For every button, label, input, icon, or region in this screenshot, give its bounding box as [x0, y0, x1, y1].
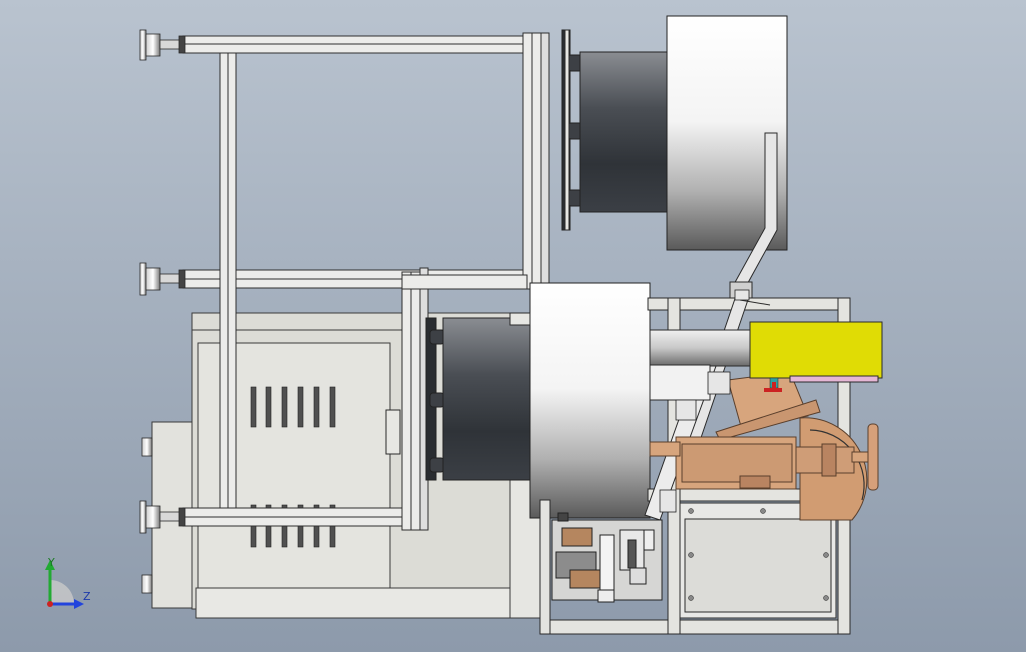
view-triad[interactable]: Y Z [45, 556, 91, 609]
arm-brackets [659, 289, 750, 513]
wood-mechanism [649, 371, 879, 521]
triad-origin [47, 601, 53, 607]
mount-plates [385, 29, 570, 455]
frame-rails [182, 32, 550, 531]
y-axis-label: Y [47, 556, 55, 569]
red-pin [764, 377, 782, 392]
gripper-mechanism [551, 512, 663, 603]
drive-shaft [649, 329, 751, 401]
y-axis-arrowhead [45, 560, 55, 570]
triad-plane-icon [50, 580, 74, 604]
lower-motor [425, 282, 651, 519]
leveling-feet [139, 29, 186, 594]
yellow-block [749, 321, 883, 383]
z-axis-arrowhead [74, 599, 84, 609]
z-axis-label: Z [83, 590, 91, 603]
right-lower-panel [679, 502, 837, 619]
